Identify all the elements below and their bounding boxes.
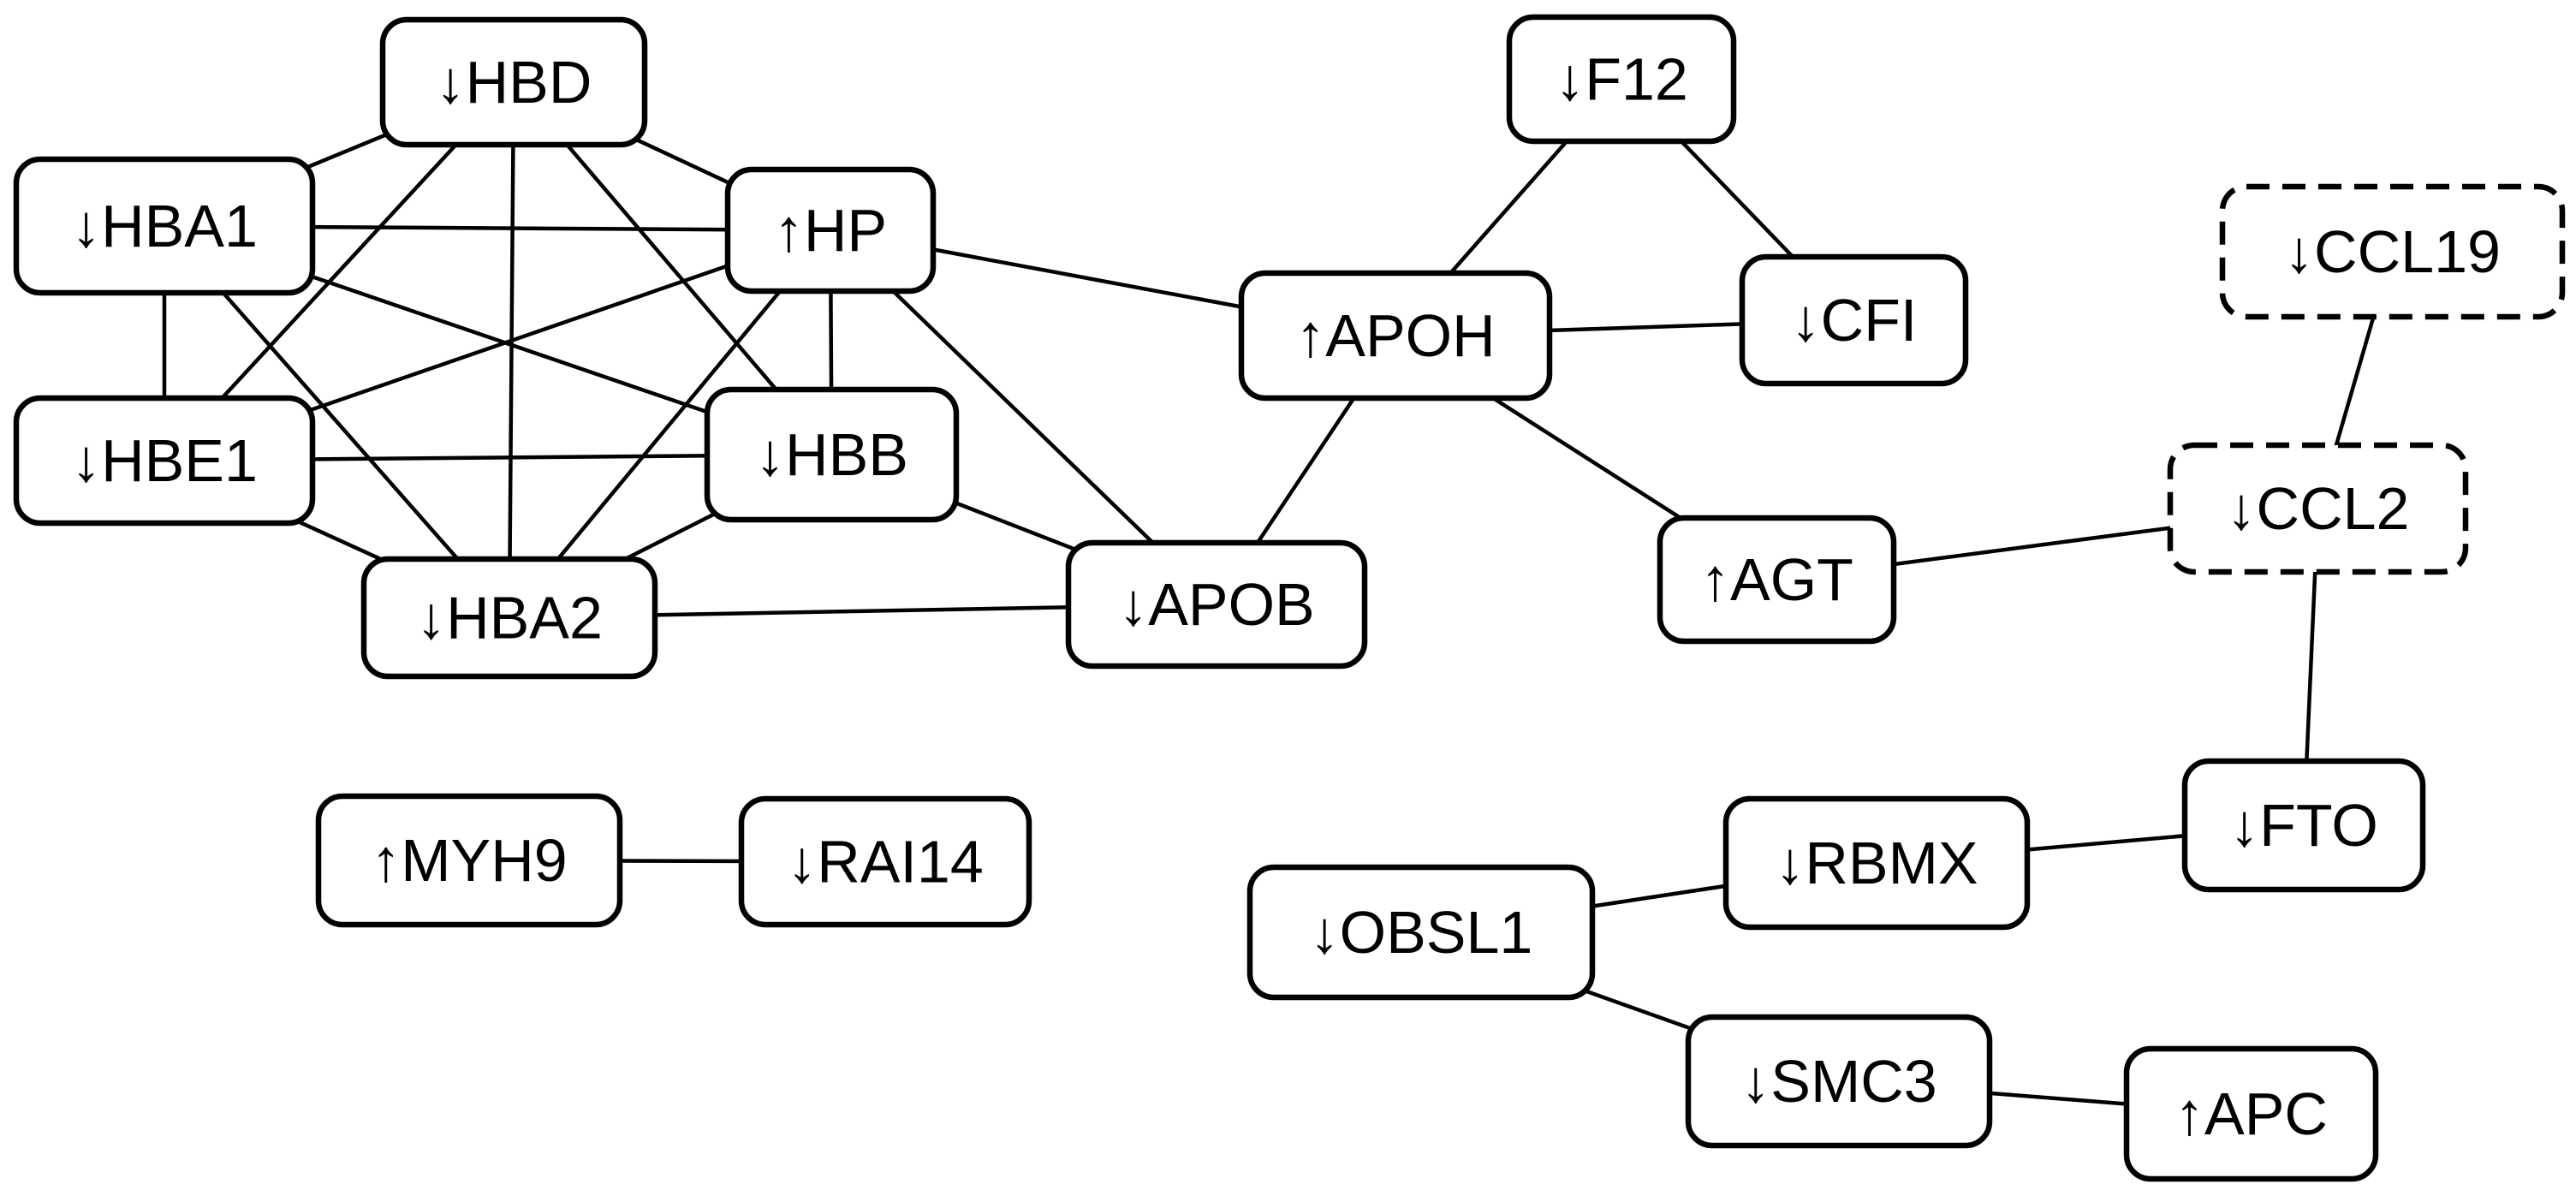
- node-box-HBB: [704, 386, 960, 523]
- node-box-APC: [2123, 1045, 2379, 1182]
- node-label-APOH: ↑APOH: [1295, 302, 1495, 369]
- node-HBB[interactable]: ↓HBB: [704, 386, 960, 523]
- node-CFI[interactable]: ↓CFI: [1739, 253, 1969, 387]
- node-APOH[interactable]: ↑APOH: [1238, 270, 1553, 402]
- node-label-HBD: ↓HBD: [436, 49, 592, 116]
- node-label-APOB: ↓APOB: [1118, 571, 1315, 638]
- node-APC[interactable]: ↑APC: [2123, 1045, 2379, 1182]
- node-label-CCL2: ↓CCL2: [2227, 475, 2410, 542]
- node-SMC3[interactable]: ↓SMC3: [1685, 1014, 1993, 1149]
- node-box-HBD: [379, 16, 648, 148]
- node-label-HP: ↑HP: [774, 197, 887, 264]
- node-APOB[interactable]: ↓APOB: [1065, 539, 1368, 669]
- node-OBSL1[interactable]: ↓OBSL1: [1246, 864, 1596, 1001]
- nodes-layer: ↓HBD ↓HBA1 ↑HP ↓HBE1 ↓HBB ↓HBA2 ↓APOB ↑APOH ↓F12…: [13, 14, 2566, 1182]
- node-box-HP: [724, 166, 937, 295]
- node-FTO[interactable]: ↓FTO: [2181, 758, 2426, 893]
- node-HBD[interactable]: ↓HBD: [379, 16, 648, 148]
- node-box-APOB: [1065, 539, 1368, 669]
- node-box-CCL19: [2219, 183, 2566, 320]
- node-box-SMC3: [1685, 1014, 1993, 1149]
- node-label-AGT: ↑AGT: [1700, 546, 1853, 613]
- node-F12[interactable]: ↓F12: [1506, 14, 1737, 145]
- node-box-F12: [1506, 14, 1737, 145]
- node-label-F12: ↓F12: [1555, 46, 1688, 113]
- node-label-RAI14: ↓RAI14: [787, 829, 984, 896]
- node-label-APC: ↑APC: [2174, 1080, 2328, 1147]
- node-box-APOH: [1238, 270, 1553, 402]
- node-HP[interactable]: ↑HP: [724, 166, 937, 295]
- node-box-CFI: [1739, 253, 1969, 387]
- edge-HBD-HBA2: [507, 81, 516, 618]
- node-box-OBSL1: [1246, 864, 1596, 1001]
- node-CCL19[interactable]: ↓CCL19: [2219, 183, 2566, 320]
- node-label-HBE1: ↓HBE1: [71, 427, 258, 494]
- node-label-SMC3: ↓SMC3: [1740, 1048, 1936, 1115]
- node-box-HBA1: [13, 156, 316, 296]
- node-HBA1[interactable]: ↓HBA1: [13, 156, 316, 296]
- node-box-HBA2: [360, 556, 658, 680]
- node-label-CFI: ↓CFI: [1791, 287, 1918, 354]
- node-label-HBA2: ↓HBA2: [416, 585, 603, 652]
- node-label-FTO: ↓FTO: [2229, 792, 2378, 859]
- node-HBE1[interactable]: ↓HBE1: [13, 395, 316, 527]
- node-label-MYH9: ↑MYH9: [371, 827, 567, 894]
- node-CCL2[interactable]: ↓CCL2: [2167, 442, 2469, 575]
- node-box-RBMX: [1722, 795, 2031, 931]
- node-box-CCL2: [2167, 442, 2469, 575]
- node-box-AGT: [1657, 515, 1897, 645]
- node-label-HBB: ↓HBB: [755, 421, 908, 488]
- node-label-OBSL1: ↓OBSL1: [1310, 899, 1533, 966]
- node-AGT[interactable]: ↑AGT: [1657, 515, 1897, 645]
- node-label-CCL19: ↓CCL19: [2284, 218, 2501, 285]
- node-box-MYH9: [315, 793, 623, 928]
- node-box-HBE1: [13, 395, 316, 527]
- edge-HP-HBA2: [508, 229, 832, 619]
- node-HBA2[interactable]: ↓HBA2: [360, 556, 658, 680]
- node-RAI14[interactable]: ↓RAI14: [738, 795, 1032, 928]
- node-box-RAI14: [738, 795, 1032, 928]
- node-label-HBA1: ↓HBA1: [71, 193, 258, 259]
- node-RBMX[interactable]: ↓RBMX: [1722, 795, 2031, 931]
- node-label-RBMX: ↓RBMX: [1775, 830, 1978, 896]
- node-MYH9[interactable]: ↑MYH9: [315, 793, 623, 928]
- node-box-FTO: [2181, 758, 2426, 893]
